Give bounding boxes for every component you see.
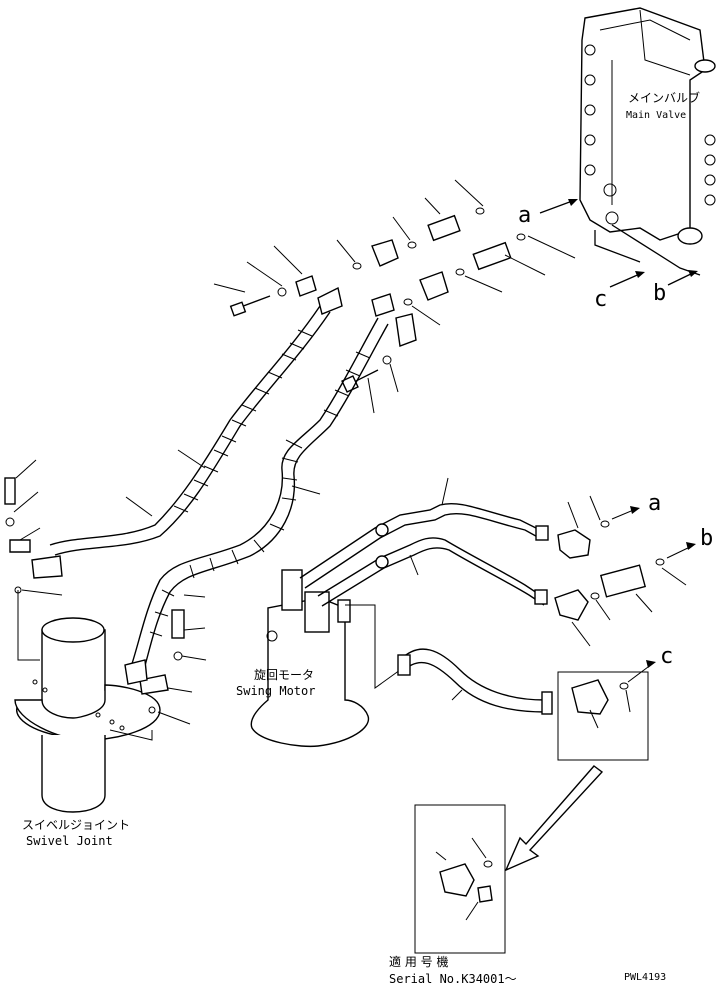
letter-a-top: a [518, 203, 531, 228]
drawing-code: PWL4193 [624, 972, 666, 983]
serial-label-jp: 適 用 号 機 [389, 954, 448, 969]
hose-leaders [125, 449, 321, 598]
hose-2 [129, 317, 389, 677]
right-fittings: a b [554, 491, 713, 647]
swivel-joint-label-en: Swivel Joint [26, 834, 113, 848]
serial-label-en: Serial No.K34001～ [389, 972, 517, 986]
flange-group-right [341, 293, 417, 414]
main-valve-label-jp: メインバルブ [628, 90, 700, 105]
swing-motor-label-jp: 旋回モータ [254, 668, 314, 682]
detail-pointer-arrow [504, 765, 604, 872]
letter-c-right: c [660, 644, 673, 669]
letter-b-top: b [653, 281, 666, 306]
letter-b-right: b [700, 526, 713, 551]
swivel-flange-parts [124, 609, 207, 725]
letter-c-top: c [594, 287, 607, 312]
swing-motor: 旋回モータ Swing Motor [236, 569, 401, 748]
letter-a-right: a [648, 491, 661, 516]
swivel-joint: スイベルジョイント Swivel Joint [14, 590, 161, 848]
detail-box-lower: 適 用 号 機 Serial No.K34001～ [389, 804, 517, 986]
hose-1 [49, 305, 331, 556]
hose-2-wraps [149, 351, 371, 637]
valve-port-arrows: a c b [518, 199, 701, 312]
valve-fittings [336, 179, 576, 326]
swivel-fittings [4, 459, 63, 596]
detail-box-upper: c [557, 644, 673, 761]
hose-1-wraps [173, 329, 313, 513]
main-valve-ports [584, 44, 716, 225]
main-valve-label-en: Main Valve [626, 110, 686, 121]
swing-motor-label-en: Swing Motor [236, 684, 315, 698]
flange-group-left [213, 245, 343, 317]
swivel-joint-label-jp: スイベルジョイント [22, 818, 130, 832]
motor-hoses [299, 477, 553, 715]
main-valve: メインバルブ Main Valve [579, 7, 716, 245]
